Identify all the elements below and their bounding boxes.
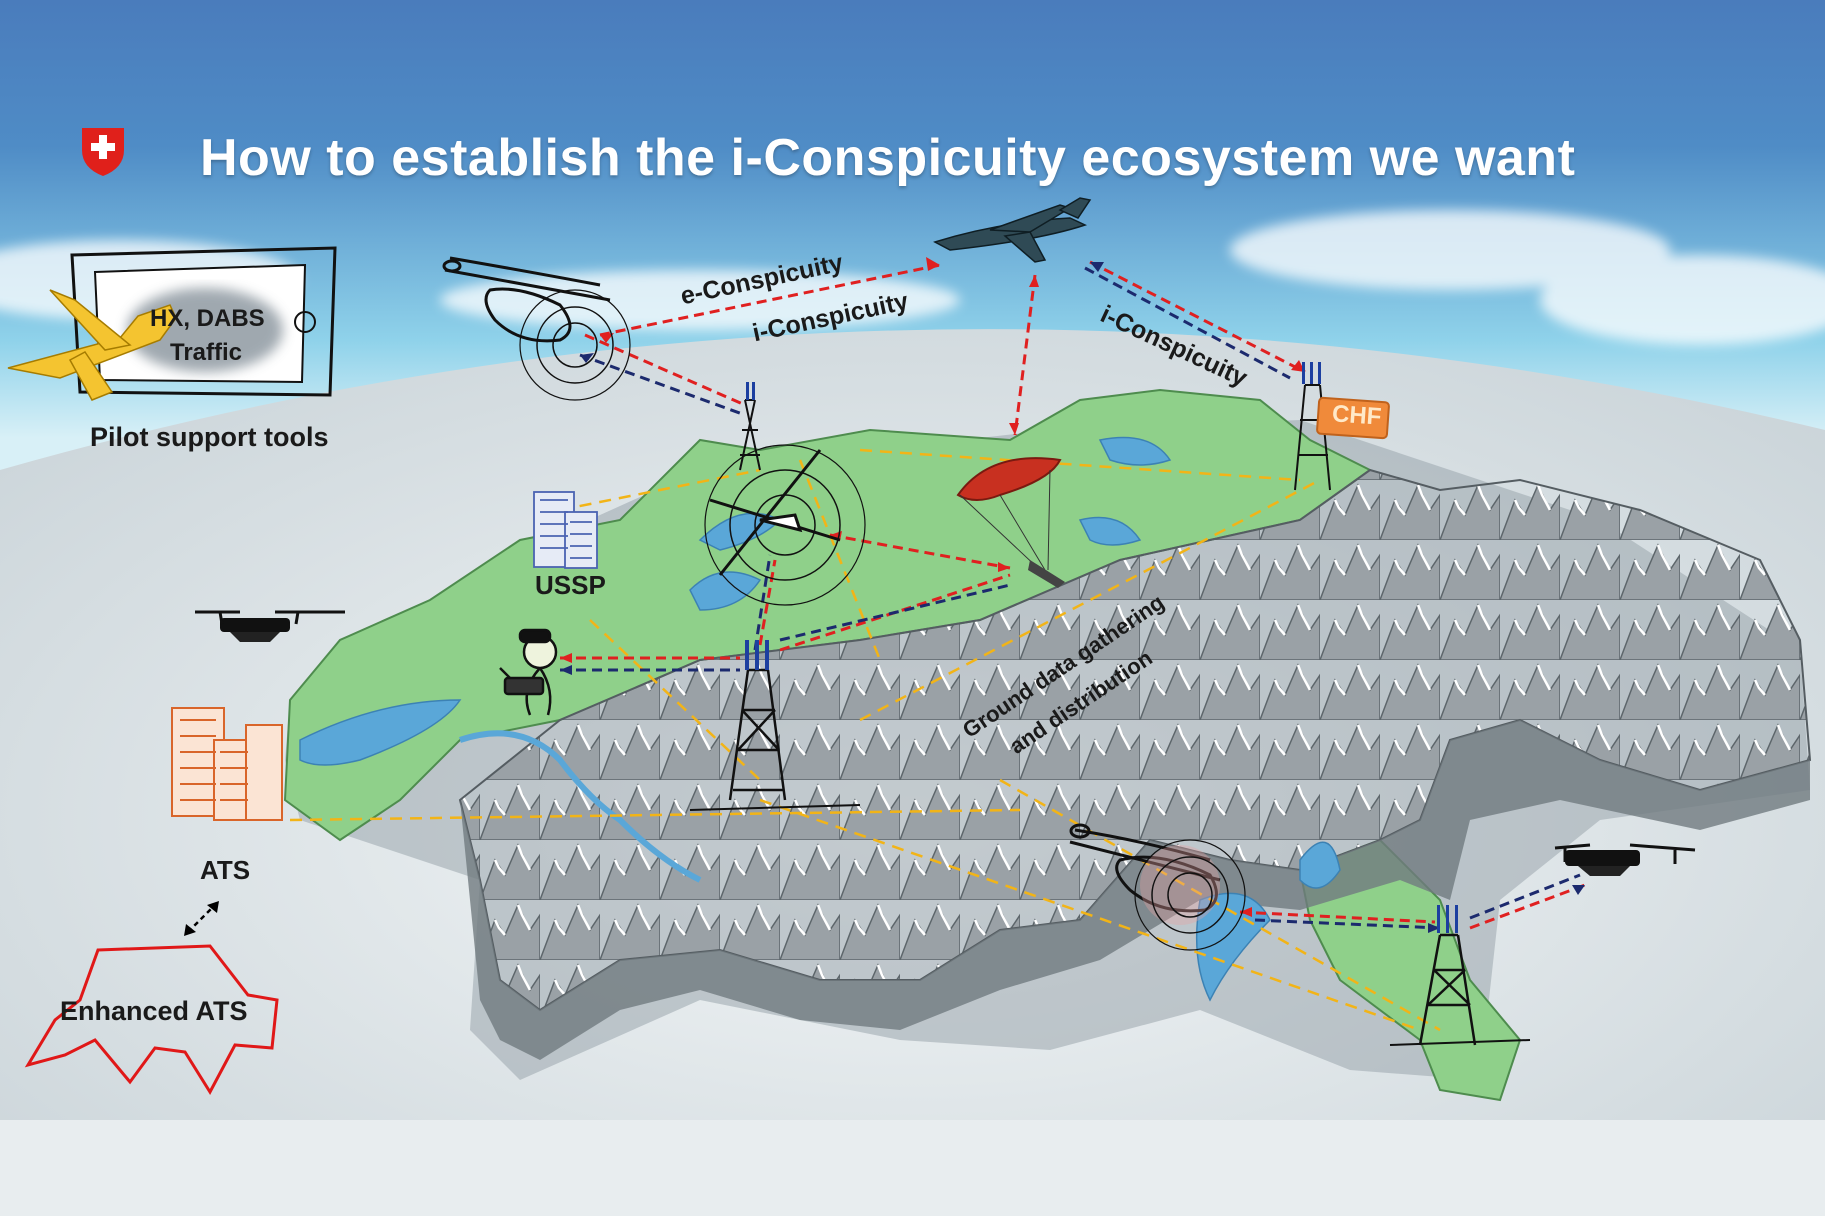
pilot-support-caption: Pilot support tools	[90, 422, 328, 453]
ussp-label: USSP	[535, 570, 606, 601]
bottom-band	[0, 1120, 1825, 1216]
ats-label: ATS	[200, 855, 250, 886]
tablet-screen-line2: Traffic	[170, 339, 242, 367]
enhanced-ats-label: Enhanced ATS	[60, 996, 248, 1027]
page-title: How to establish the i-Conspicuity ecosy…	[200, 128, 1575, 188]
tablet-screen-line1: HX, DABS	[150, 305, 265, 333]
chf-label: CHF	[1331, 400, 1382, 431]
